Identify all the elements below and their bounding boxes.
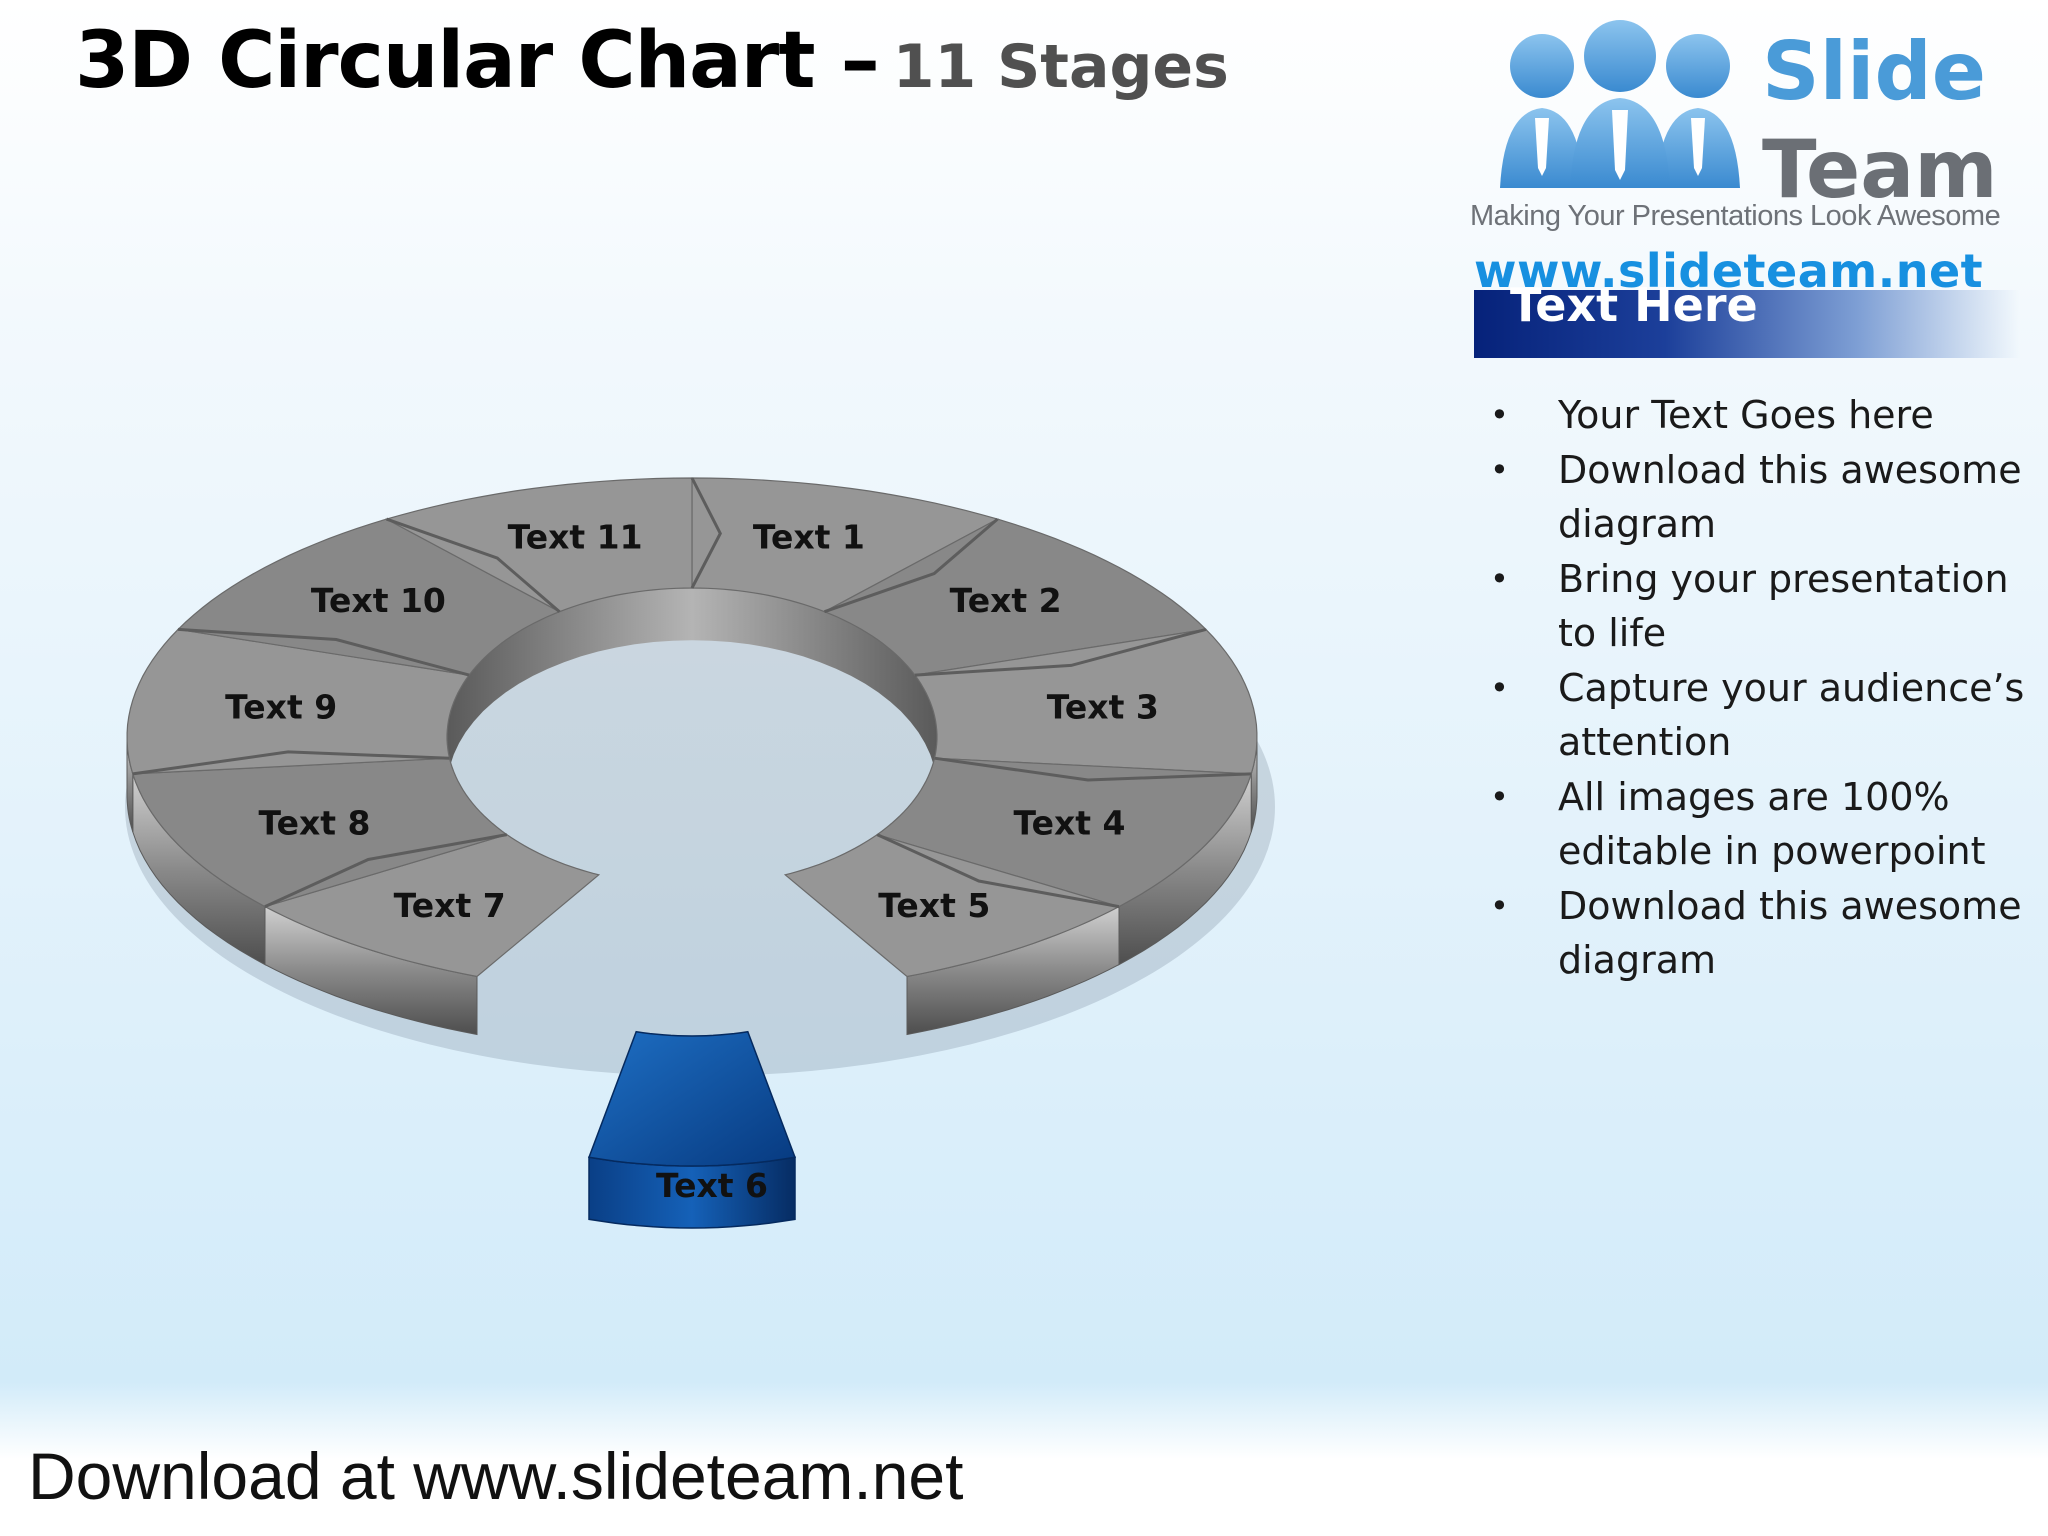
- logo-word-slide: Slide: [1762, 25, 1986, 118]
- stage-label-6[interactable]: Text 6: [656, 1166, 768, 1205]
- footer-download-text[interactable]: Download at www.slideteam.net: [28, 1439, 964, 1513]
- bullet-item: Download this awesome diagram: [1490, 443, 2030, 552]
- stage-label-2[interactable]: Text 2: [950, 581, 1062, 620]
- highlighted-stage: [587, 1030, 797, 1229]
- panel-heading-bar: Text Here: [1474, 278, 2020, 358]
- stage-label-4[interactable]: Text 4: [1013, 803, 1125, 842]
- bullet-item: Capture your audience’s attention: [1490, 661, 2030, 770]
- stage-label-1[interactable]: Text 1: [753, 517, 865, 556]
- logo-url[interactable]: www.slideteam.net: [1474, 244, 1984, 298]
- stage-label-9[interactable]: Text 9: [225, 687, 337, 726]
- stage-label-5[interactable]: Text 5: [878, 886, 990, 925]
- title-main: 3D Circular Chart –: [75, 16, 880, 106]
- stage-labels: Text 1 Text 2 Text 3 Text 4 Text 5 Text …: [225, 517, 1159, 1205]
- bullet-list: Your Text Goes here Download this awesom…: [1490, 388, 2030, 988]
- bullet-item: All images are 100% editable in powerpoi…: [1490, 770, 2030, 879]
- people-logo-icon: [1500, 20, 1740, 188]
- stage-label-10[interactable]: Text 10: [311, 581, 446, 620]
- title-sub: 11 Stages: [892, 32, 1229, 102]
- outer-wall: [126, 737, 1258, 1036]
- slide-title: 3D Circular Chart –11 Stages: [75, 16, 1229, 106]
- inner-wall: [447, 588, 937, 790]
- stage-label-3[interactable]: Text 3: [1047, 687, 1159, 726]
- segment-dividers: [132, 477, 1252, 909]
- stage-label-11[interactable]: Text 11: [508, 517, 643, 556]
- stage-label-7[interactable]: Text 7: [394, 886, 506, 925]
- bullet-item: Your Text Goes here: [1490, 388, 2030, 443]
- stage-label-8[interactable]: Text 8: [258, 803, 370, 842]
- logo-word-team: Team: [1762, 123, 1998, 216]
- bullet-item: Download this awesome diagram: [1490, 879, 2030, 988]
- bullet-item: Bring your presentation to life: [1490, 552, 2030, 661]
- slideteam-logo: Slide Team Making Your Presentations Loo…: [1470, 20, 2030, 300]
- panel-heading: Text Here: [1510, 278, 1758, 332]
- logo-tagline: Making Your Presentations Look Awesome: [1470, 200, 2001, 232]
